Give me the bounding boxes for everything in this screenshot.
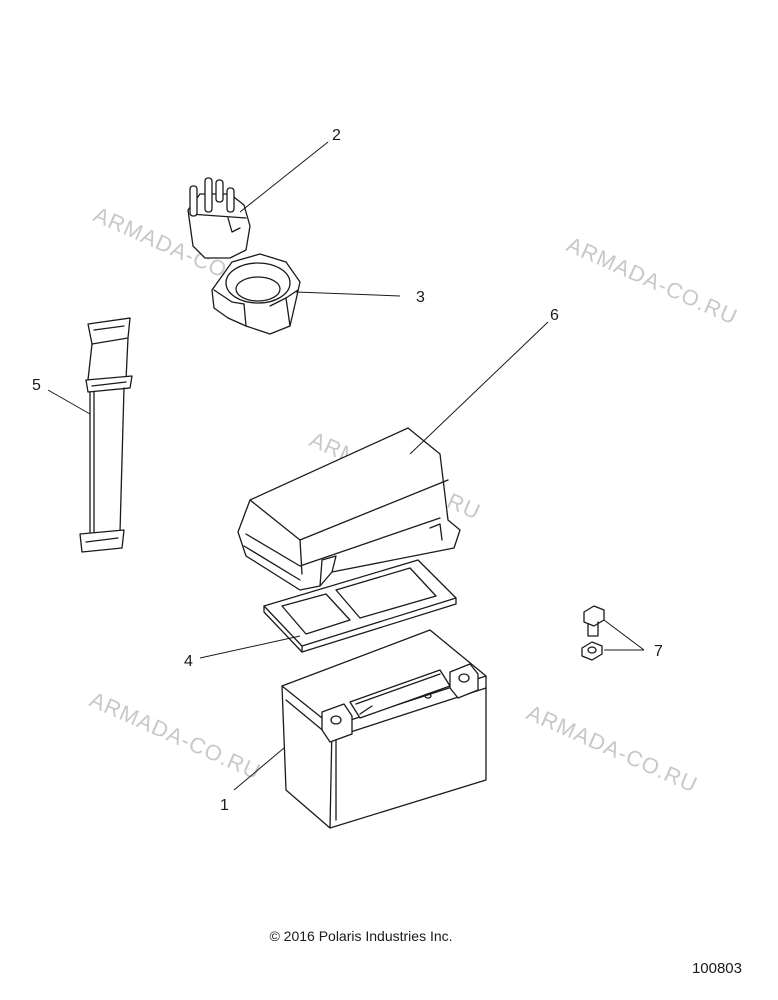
part-7-hardware	[581, 605, 605, 661]
part-4-pad	[263, 559, 457, 653]
watermark-2: ARMADA-CO.RU	[563, 232, 742, 330]
callout-6: 6	[550, 307, 559, 324]
callout-5: 5	[32, 377, 41, 394]
callout-4: 4	[184, 653, 193, 670]
part-3-holder	[211, 253, 301, 335]
part-1-battery	[281, 629, 487, 829]
part-5-strap	[79, 317, 133, 553]
part-2-plug	[187, 177, 251, 259]
callout-7: 7	[654, 643, 663, 660]
figure-number: 100803	[691, 960, 742, 977]
callout-2: 2	[332, 127, 341, 144]
copyright-notice: © 2016 Polaris Industries Inc.	[269, 928, 453, 944]
callout-labels: 2 3 6 5 4 7 1	[32, 127, 663, 814]
part-6-cover	[237, 427, 461, 591]
watermark-5: ARMADA-CO.RU	[523, 700, 702, 798]
leader-lines	[47, 141, 645, 791]
callout-3: 3	[416, 289, 425, 306]
watermark-4: ARMADA-CO.RU	[86, 687, 265, 785]
callout-1: 1	[220, 797, 229, 814]
